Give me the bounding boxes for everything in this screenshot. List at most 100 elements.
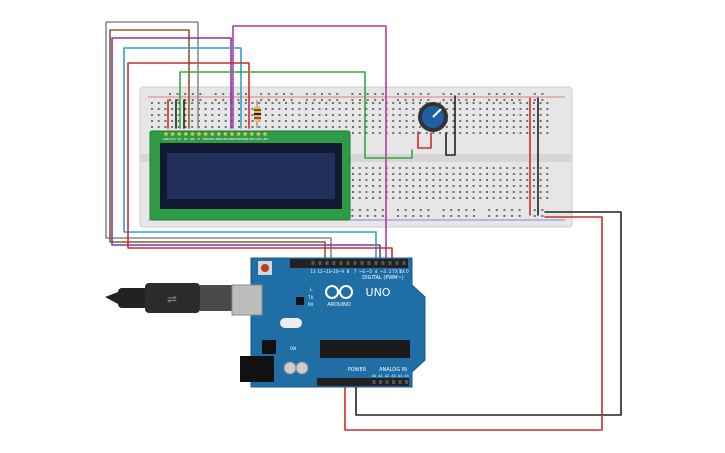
lcd-pin[interactable] xyxy=(223,132,228,136)
breadboard-hole[interactable] xyxy=(372,197,375,199)
breadboard-hole[interactable] xyxy=(244,108,247,110)
breadboard-hole[interactable] xyxy=(345,120,348,122)
analog-pin[interactable] xyxy=(379,380,382,384)
rail-hole[interactable] xyxy=(260,93,263,95)
breadboard-hole[interactable] xyxy=(539,120,542,122)
breadboard-hole[interactable] xyxy=(398,179,401,181)
breadboard-hole[interactable] xyxy=(164,120,167,122)
breadboard-hole[interactable] xyxy=(331,102,334,104)
breadboard-hole[interactable] xyxy=(358,173,361,175)
breadboard-hole[interactable] xyxy=(171,114,174,116)
rail-hole[interactable] xyxy=(495,93,498,95)
breadboard-hole[interactable] xyxy=(519,126,522,128)
breadboard-hole[interactable] xyxy=(151,120,153,122)
breadboard-hole[interactable] xyxy=(412,120,415,122)
breadboard-hole[interactable] xyxy=(432,179,435,181)
breadboard-hole[interactable] xyxy=(506,120,509,122)
breadboard-hole[interactable] xyxy=(492,102,495,104)
breadboard-hole[interactable] xyxy=(445,179,448,181)
rail-hole[interactable] xyxy=(290,93,293,95)
breadboard-hole[interactable] xyxy=(539,132,542,134)
rail-hole[interactable] xyxy=(328,93,331,95)
breadboard-hole[interactable] xyxy=(318,126,321,128)
resistor[interactable] xyxy=(254,100,261,128)
rail-hole[interactable] xyxy=(457,99,460,101)
breadboard-hole[interactable] xyxy=(218,108,220,110)
breadboard-hole[interactable] xyxy=(472,102,475,104)
breadboard-hole[interactable] xyxy=(271,102,274,104)
breadboard-hole[interactable] xyxy=(405,114,408,116)
breadboard-hole[interactable] xyxy=(465,126,468,128)
breadboard-hole[interactable] xyxy=(392,102,395,104)
breadboard-hole[interactable] xyxy=(512,102,515,104)
breadboard-hole[interactable] xyxy=(479,108,482,110)
breadboard-hole[interactable] xyxy=(372,108,375,110)
digital-pin[interactable] xyxy=(332,261,336,265)
breadboard-hole[interactable] xyxy=(539,185,542,187)
breadboard-hole[interactable] xyxy=(432,191,435,193)
breadboard-hole[interactable] xyxy=(372,114,375,116)
breadboard-hole[interactable] xyxy=(519,179,522,181)
breadboard-hole[interactable] xyxy=(492,185,495,187)
rail-hole[interactable] xyxy=(176,93,179,95)
breadboard-hole[interactable] xyxy=(291,108,294,110)
breadboard-hole[interactable] xyxy=(285,120,287,122)
breadboard-hole[interactable] xyxy=(191,102,194,104)
breadboard-hole[interactable] xyxy=(479,120,482,122)
rail-hole[interactable] xyxy=(381,93,384,95)
breadboard-hole[interactable] xyxy=(465,173,468,175)
lcd-pin[interactable] xyxy=(164,132,168,136)
breadboard-hole[interactable] xyxy=(452,126,455,128)
breadboard-hole[interactable] xyxy=(465,102,468,104)
breadboard-hole[interactable] xyxy=(305,102,308,104)
breadboard-hole[interactable] xyxy=(539,126,542,128)
rail-hole[interactable] xyxy=(518,215,521,217)
breadboard-hole[interactable] xyxy=(251,102,254,104)
breadboard-hole[interactable] xyxy=(459,173,462,175)
breadboard-hole[interactable] xyxy=(526,108,529,110)
breadboard-hole[interactable] xyxy=(325,120,328,122)
rail-hole[interactable] xyxy=(442,209,445,211)
breadboard-hole[interactable] xyxy=(506,191,509,193)
breadboard-hole[interactable] xyxy=(492,191,495,193)
breadboard-hole[interactable] xyxy=(412,191,415,193)
breadboard-hole[interactable] xyxy=(331,108,334,110)
breadboard-hole[interactable] xyxy=(479,173,482,175)
breadboard-hole[interactable] xyxy=(218,114,220,116)
breadboard-hole[interactable] xyxy=(492,108,495,110)
breadboard-hole[interactable] xyxy=(546,197,549,199)
breadboard-hole[interactable] xyxy=(238,126,241,128)
breadboard-hole[interactable] xyxy=(499,108,502,110)
breadboard-hole[interactable] xyxy=(365,102,368,104)
breadboard-hole[interactable] xyxy=(365,114,368,116)
digital-pin[interactable] xyxy=(325,261,329,265)
breadboard-hole[interactable] xyxy=(171,108,174,110)
breadboard-hole[interactable] xyxy=(419,185,421,187)
breadboard-hole[interactable] xyxy=(512,126,515,128)
rail-hole[interactable] xyxy=(465,93,468,95)
breadboard-hole[interactable] xyxy=(546,191,549,193)
breadboard-hole[interactable] xyxy=(352,173,354,175)
rail-hole[interactable] xyxy=(518,93,521,95)
rail-hole[interactable] xyxy=(381,209,384,211)
breadboard-hole[interactable] xyxy=(372,102,375,104)
rail-hole[interactable] xyxy=(404,215,407,217)
breadboard-hole[interactable] xyxy=(405,102,408,104)
lcd-pin[interactable] xyxy=(210,132,214,136)
rail-hole[interactable] xyxy=(397,209,399,211)
breadboard-hole[interactable] xyxy=(197,114,200,116)
breadboard-hole[interactable] xyxy=(465,108,468,110)
breadboard-hole[interactable] xyxy=(459,185,462,187)
breadboard-hole[interactable] xyxy=(539,108,542,110)
breadboard-hole[interactable] xyxy=(238,108,241,110)
lcd-pin[interactable] xyxy=(263,132,267,136)
breadboard-hole[interactable] xyxy=(512,120,515,122)
breadboard-hole[interactable] xyxy=(425,102,428,104)
breadboard-hole[interactable] xyxy=(532,167,535,169)
breadboard-hole[interactable] xyxy=(486,173,488,175)
breadboard-hole[interactable] xyxy=(412,126,415,128)
breadboard-hole[interactable] xyxy=(325,126,328,128)
breadboard-hole[interactable] xyxy=(151,114,153,116)
breadboard-hole[interactable] xyxy=(345,114,348,116)
